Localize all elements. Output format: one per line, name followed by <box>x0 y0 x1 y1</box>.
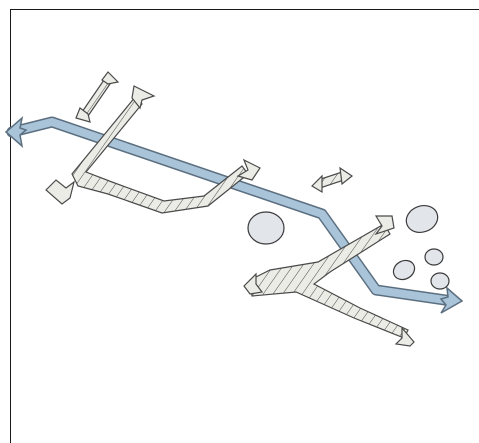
blob-mid-left <box>392 259 416 281</box>
corridor-arrow-west-icon <box>243 272 264 295</box>
left-arrow-head-icon <box>4 115 28 148</box>
hatched-corridor-lower-right <box>243 215 415 347</box>
frame-top-border <box>10 9 479 10</box>
corridor-arrow-east-icon <box>236 158 261 181</box>
hatched-corridor-upper-left <box>45 85 261 214</box>
corridor-arrow-north-icon <box>131 85 156 110</box>
double-arrow-down-icon <box>75 107 91 123</box>
corridor-arrow-southwest-icon <box>45 179 75 205</box>
double-arrow-right-icon <box>339 166 354 186</box>
right-arrow-head-icon <box>439 286 464 314</box>
double-arrow-left-icon <box>311 174 323 194</box>
double-arrow-middle <box>311 166 354 194</box>
frame-left-border <box>10 9 11 443</box>
corridor-arrow-southeast-icon <box>394 326 415 347</box>
main-flow-path <box>4 115 464 314</box>
double-arrow-up-icon <box>101 71 120 85</box>
corridor-arrow-northeast-icon <box>374 215 395 236</box>
blob-bottom-right <box>430 272 450 290</box>
double-arrow-upper-left <box>75 71 120 123</box>
blob-group <box>247 205 450 290</box>
blob-top-right <box>405 205 439 233</box>
blob-mid-right <box>424 248 444 266</box>
blob-left <box>247 211 285 245</box>
